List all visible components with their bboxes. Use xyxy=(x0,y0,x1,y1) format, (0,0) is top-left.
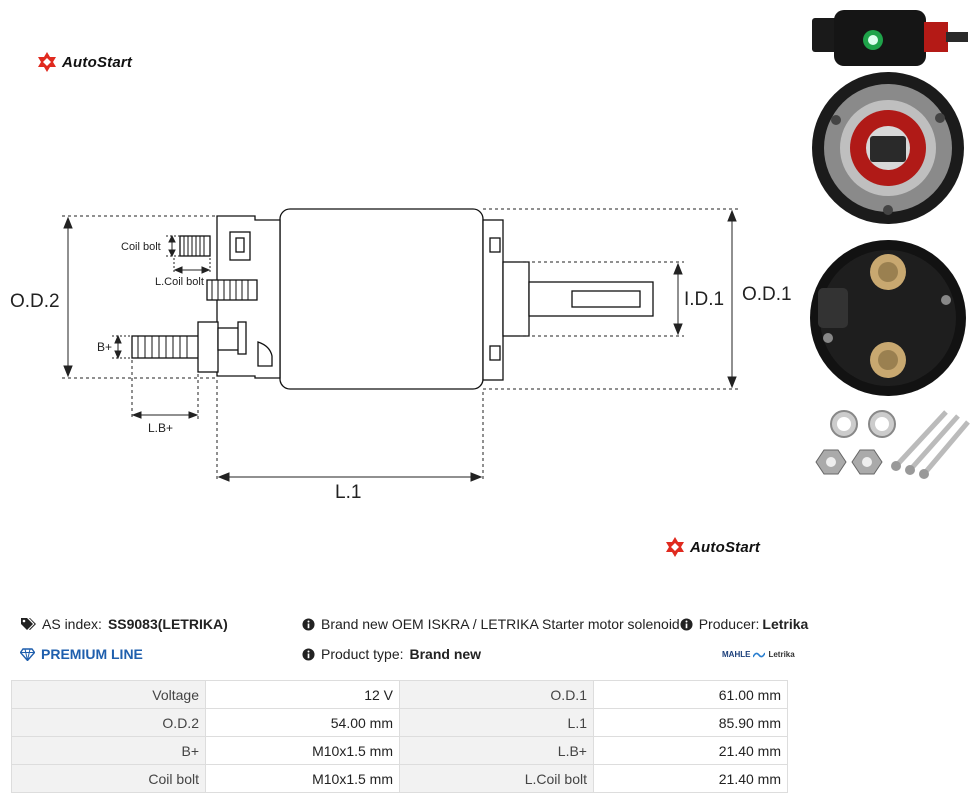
solenoid-body xyxy=(279,208,484,390)
premium-line-badge: PREMIUM LINE xyxy=(20,646,143,662)
label-lb-plus: L.B+ xyxy=(148,421,173,435)
label-od1: O.D.1 xyxy=(742,284,792,305)
spec-value: 61.00 mm xyxy=(593,680,788,709)
autostart-logo-icon xyxy=(38,52,56,72)
specs-table: Voltage 12 V O.D.1 61.00 mm O.D.2 54.00 … xyxy=(11,680,788,793)
tags-icon xyxy=(21,618,36,630)
premium-line-text: PREMIUM LINE xyxy=(41,646,143,662)
wave-icon xyxy=(753,652,766,657)
as-index-value: SS9083(LETRIKA) xyxy=(107,616,228,632)
producer-label: Producer: xyxy=(698,616,760,632)
product-type-row: Product type: Brand new xyxy=(302,646,481,662)
label-id1: I.D.1 xyxy=(684,289,724,310)
spec-key: Coil bolt xyxy=(11,764,206,793)
photo-front-view xyxy=(812,72,964,224)
autostart-logo-secondary-icon xyxy=(666,537,684,557)
spec-value: 54.00 mm xyxy=(205,708,400,737)
table-row: O.D.2 54.00 mm L.1 85.90 mm xyxy=(11,708,788,737)
spec-value: 85.90 mm xyxy=(593,708,788,737)
mahle-letrika-brandmark: MAHLE Letrika xyxy=(722,650,795,659)
product-type-label: Product type: xyxy=(321,646,404,662)
diamond-icon xyxy=(20,647,35,661)
brandmark-letrika: Letrika xyxy=(768,650,795,659)
spec-key: L.Coil bolt xyxy=(399,764,594,793)
table-row: Coil bolt M10x1.5 mm L.Coil bolt 21.40 m… xyxy=(11,764,788,793)
autostart-logo: AutoStart xyxy=(36,51,132,73)
info-icon xyxy=(302,647,315,661)
table-row: Voltage 12 V O.D.1 61.00 mm xyxy=(11,680,788,709)
as-index-label: AS index: xyxy=(42,616,102,632)
spec-key: O.D.1 xyxy=(399,680,594,709)
spec-value: 12 V xyxy=(205,680,400,709)
solenoid-dimension-drawing: Coil bolt L.Coil bolt O.D.2 B+ L.B+ L.1 … xyxy=(10,208,792,503)
product-photos xyxy=(810,10,970,479)
info-icon xyxy=(302,617,315,631)
photo-side-view xyxy=(812,10,968,66)
product-description: Brand new OEM ISKRA / LETRIKA Starter mo… xyxy=(321,616,680,632)
photo-back-view xyxy=(810,240,966,396)
spec-key: L.1 xyxy=(399,708,594,737)
photo-hardware xyxy=(815,410,970,479)
product-type-value: Brand new xyxy=(409,646,482,662)
label-b-plus: B+ xyxy=(97,340,112,354)
autostart-logo-secondary: AutoStart xyxy=(664,536,760,558)
label-l1: L.1 xyxy=(335,482,361,503)
spec-value: M10x1.5 mm xyxy=(205,736,400,765)
spec-value: 21.40 mm xyxy=(593,764,788,793)
logo-text: AutoStart xyxy=(62,53,133,71)
spec-value: 21.40 mm xyxy=(593,736,788,765)
label-coil-bolt: Coil bolt xyxy=(121,241,161,253)
spec-key: B+ xyxy=(11,736,206,765)
producer-value: Letrika xyxy=(762,616,809,632)
spec-key: L.B+ xyxy=(399,736,594,765)
info-icon xyxy=(680,617,693,631)
table-row: B+ M10x1.5 mm L.B+ 21.40 mm xyxy=(11,736,788,765)
label-l-coil-bolt: L.Coil bolt xyxy=(155,276,204,288)
spec-key: Voltage xyxy=(11,680,206,709)
logo-text-secondary: AutoStart xyxy=(690,538,761,556)
as-index-row: AS index: SS9083(LETRIKA) xyxy=(20,616,228,632)
brandmark-mahle: MAHLE xyxy=(722,650,751,659)
spec-value: M10x1.5 mm xyxy=(205,764,400,793)
description-row: Brand new OEM ISKRA / LETRIKA Starter mo… xyxy=(302,616,808,632)
spec-key: O.D.2 xyxy=(11,708,206,737)
label-od2: O.D.2 xyxy=(10,291,60,312)
